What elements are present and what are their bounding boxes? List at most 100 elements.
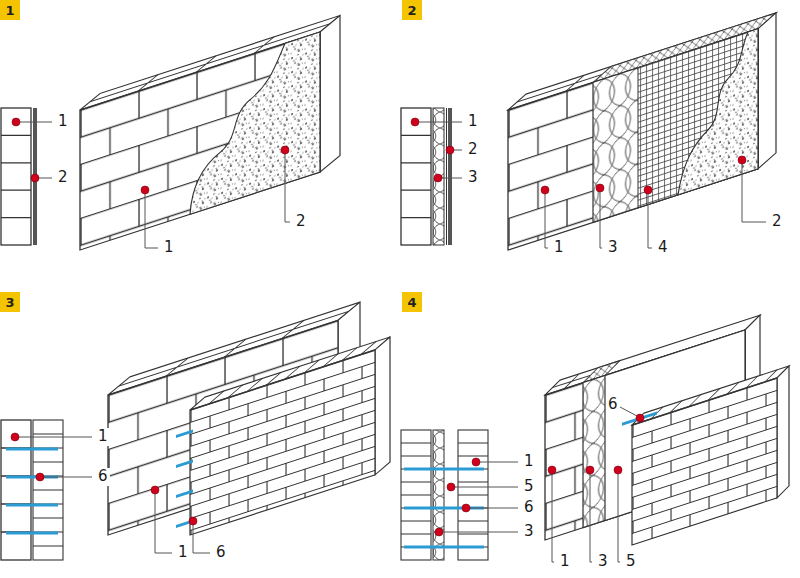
callout-number: 2: [466, 141, 480, 158]
callout-dot: [11, 118, 746, 536]
callout-dot: [541, 186, 549, 194]
section-brick: [1, 108, 31, 245]
callout-dot: [31, 174, 39, 182]
panel-number: 1: [5, 4, 14, 17]
leader-line: [16, 122, 52, 178]
callout-number: 1: [176, 544, 190, 561]
section-brick: [401, 108, 431, 245]
callout-dot: [614, 466, 622, 474]
section-brick: [458, 430, 488, 560]
insulated-wall: [678, 29, 758, 195]
callout-number: 1: [162, 239, 176, 256]
section-brick: [401, 135, 431, 217]
leader-line: [415, 122, 462, 178]
wall-tie: [622, 413, 657, 424]
callout-dot: [411, 118, 419, 126]
callout-number: 3: [466, 169, 480, 186]
section-insulation: [433, 108, 444, 245]
panel-badge: 1: [0, 0, 20, 20]
section-brick: [1, 448, 31, 532]
section-brick: [1, 420, 31, 560]
callout-dot: [435, 528, 443, 536]
section-brick: [33, 420, 63, 560]
section-brick: [458, 443, 488, 547]
callout-dot: [447, 483, 455, 491]
panel-number: 3: [5, 296, 14, 309]
brick-wall: [80, 32, 320, 250]
callout-number: 1: [96, 428, 110, 445]
callout-dot: [189, 517, 197, 525]
callout-number: 2: [294, 213, 308, 230]
section-brick: [1, 135, 31, 217]
callout-number: 2: [56, 169, 70, 186]
callout-number: 1: [558, 553, 572, 570]
callout-dot: [141, 186, 149, 194]
panel-number: 2: [407, 4, 416, 17]
plaster-layer: [190, 32, 320, 214]
section-brick: [33, 434, 63, 546]
panel-badge: 2: [402, 0, 422, 20]
callout-dot: [738, 156, 746, 164]
section-plaster: [448, 108, 452, 245]
callout-number: 6: [96, 468, 110, 485]
section-brick: [1, 420, 63, 560]
callout-number: 5: [522, 478, 536, 495]
callout-number: 4: [656, 239, 670, 256]
callout-number: 2: [770, 213, 784, 230]
insulated-wall: [638, 29, 758, 208]
callout-dot: [644, 186, 652, 194]
callout-dot: [472, 458, 480, 466]
callout-dot: [434, 174, 442, 182]
section-mesh: [446, 108, 447, 245]
insulated-wall: [508, 13, 776, 250]
wall-tie: [176, 431, 193, 527]
section-brick: [401, 108, 431, 245]
callout-number: 3: [522, 523, 536, 540]
callout-number: 1: [522, 453, 536, 470]
callout-dot: [11, 433, 19, 441]
callout-dot: [281, 146, 289, 154]
veneer-wall: [176, 337, 390, 540]
callout-dot: [636, 414, 644, 422]
brick-wall: [320, 16, 340, 172]
callout-number: 1: [552, 239, 566, 256]
callout-dot: [446, 146, 454, 154]
callout-dot: [548, 466, 556, 474]
callout-number: 3: [596, 553, 610, 570]
section-brick: [401, 430, 431, 560]
panel-badge: 4: [402, 292, 422, 312]
callout-number: 3: [606, 239, 620, 256]
panel-number: 4: [407, 296, 416, 309]
veneer-wall: [622, 366, 789, 548]
callout-number: 6: [522, 499, 536, 516]
callout-number: 6: [606, 396, 620, 413]
veneer-wall: [777, 366, 789, 498]
section-brick: [1, 108, 31, 245]
panel-badge: 3: [0, 292, 20, 312]
callout-dot: [596, 184, 604, 192]
callout-dot: [151, 486, 159, 494]
callout-dot: [586, 466, 594, 474]
leader-line: [145, 150, 290, 248]
wall-tie: [6, 449, 58, 533]
veneer-wall: [632, 378, 777, 545]
veneer-wall: [375, 337, 390, 475]
brick-wall: [80, 16, 340, 250]
leader-line: [15, 437, 92, 477]
veneer-wall: [190, 350, 375, 535]
section-brick: [401, 430, 488, 560]
callout-number: 1: [56, 113, 70, 130]
callout-number: 5: [624, 553, 638, 570]
callout-dot: [36, 473, 44, 481]
section-insulation: [433, 430, 444, 560]
callout-number: 6: [214, 544, 228, 561]
section-brick: [401, 443, 431, 547]
leader-line: [439, 462, 518, 532]
leader-line: [15, 122, 766, 562]
callout-dot: [12, 118, 20, 126]
leader-line: [552, 407, 637, 562]
callout-number: 1: [466, 113, 480, 130]
leader-line: [545, 160, 766, 248]
